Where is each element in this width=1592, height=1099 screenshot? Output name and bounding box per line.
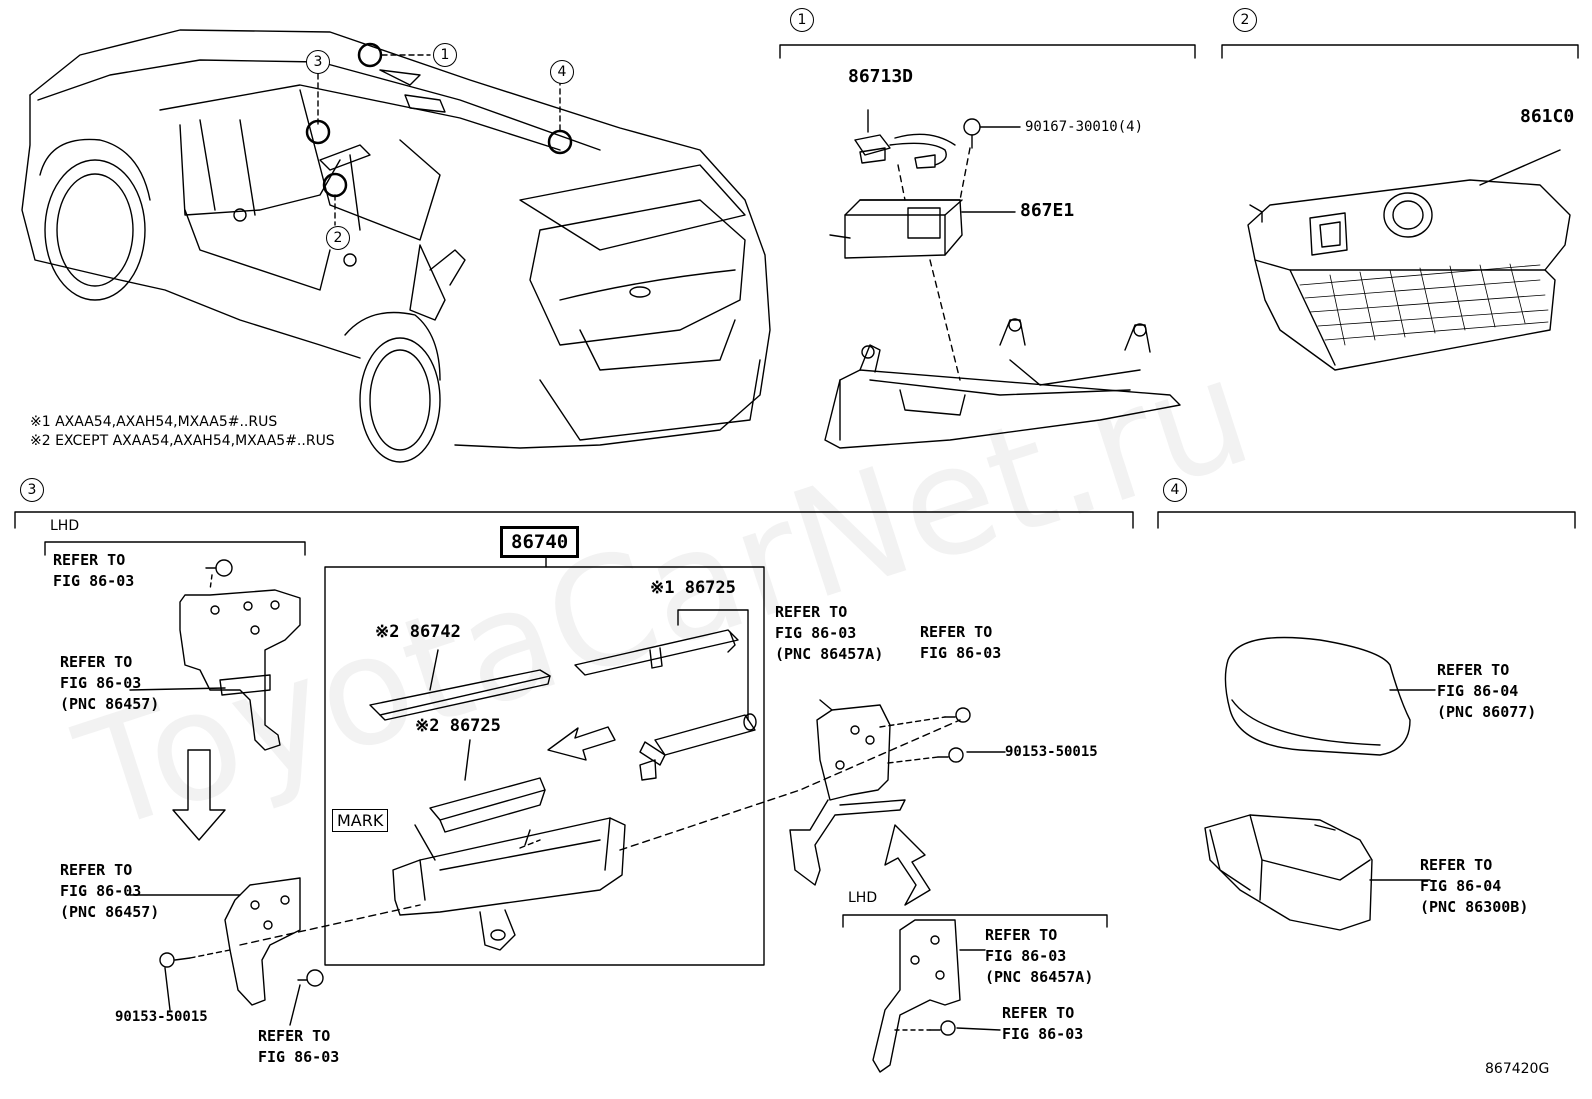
section-marker-1: 1 [790,8,814,32]
footnote-2: ※2 EXCEPT AXAA54,AXAH54,MXAA5#..RUS [30,433,335,449]
part-label-90153-50015-left: 90153-50015 [115,1009,208,1025]
part-label-90153-50015-right: 90153-50015 [1005,744,1098,760]
section2-parts [1247,149,1571,371]
footnote-1: ※1 AXAA54,AXAH54,MXAA5#..RUS [30,414,278,430]
reference-note: REFER TO FIG 86-03 (PNC 86457A) [775,603,884,663]
mark-label: MARK [332,809,389,832]
lhd-label-bottom: LHD [848,890,878,906]
car-callout-1: 1 [433,43,457,67]
reference-note: REFER TO FIG 86-03 [920,623,1002,662]
reference-note: REFER TO FIG 86-03 [258,1027,340,1066]
vehicle-illustration [21,29,771,463]
down-arrow [172,749,226,841]
reference-note: REFER TO FIG 86-04 (PNC 86077) [1437,661,1537,721]
section-marker-3: 3 [20,478,44,502]
reference-note: REFER TO FIG 86-03 (PNC 86457) [60,653,160,713]
part-label-86713D: 86713D [848,66,914,87]
car-callout-3: 3 [306,50,330,74]
car-callout-2: 2 [326,226,350,250]
section1-parts [824,109,1181,449]
figure-id: 867420G [1485,1061,1550,1077]
section3-left-bracket-bottom [129,877,324,1026]
reference-note: REFER TO FIG 86-03 (PNC 86457) [60,861,160,921]
part-label-86740: 86740 [500,526,580,558]
part-label-86725-2: ※2 86725 [415,716,501,736]
section-marker-4: 4 [1163,478,1187,502]
part-label-86725-1: ※1 86725 [650,578,736,598]
reference-note: REFER TO FIG 86-04 (PNC 86300B) [1420,856,1529,916]
car-callout-4: 4 [550,60,574,84]
reference-note: REFER TO FIG 86-03 [1002,1004,1084,1043]
reference-note: REFER TO FIG 86-03 [53,551,135,590]
reference-note: REFER TO FIG 86-03 (PNC 86457A) [985,926,1094,986]
section3-right-bracket [789,699,1006,1073]
section3-left-bracket-top [129,559,301,751]
airbag-module-box [324,554,765,966]
part-label-861C0: 861C0 [1520,106,1575,127]
part-label-90167-30010: 90167-30010(4) [1025,119,1144,135]
section-marker-2: 2 [1233,8,1257,32]
part-label-86742: ※2 86742 [375,622,461,642]
part-label-867E1: 867E1 [1020,200,1075,221]
lhd-label-top: LHD [50,518,80,534]
section-brackets [14,44,1579,928]
section4-parts [1204,636,1436,931]
